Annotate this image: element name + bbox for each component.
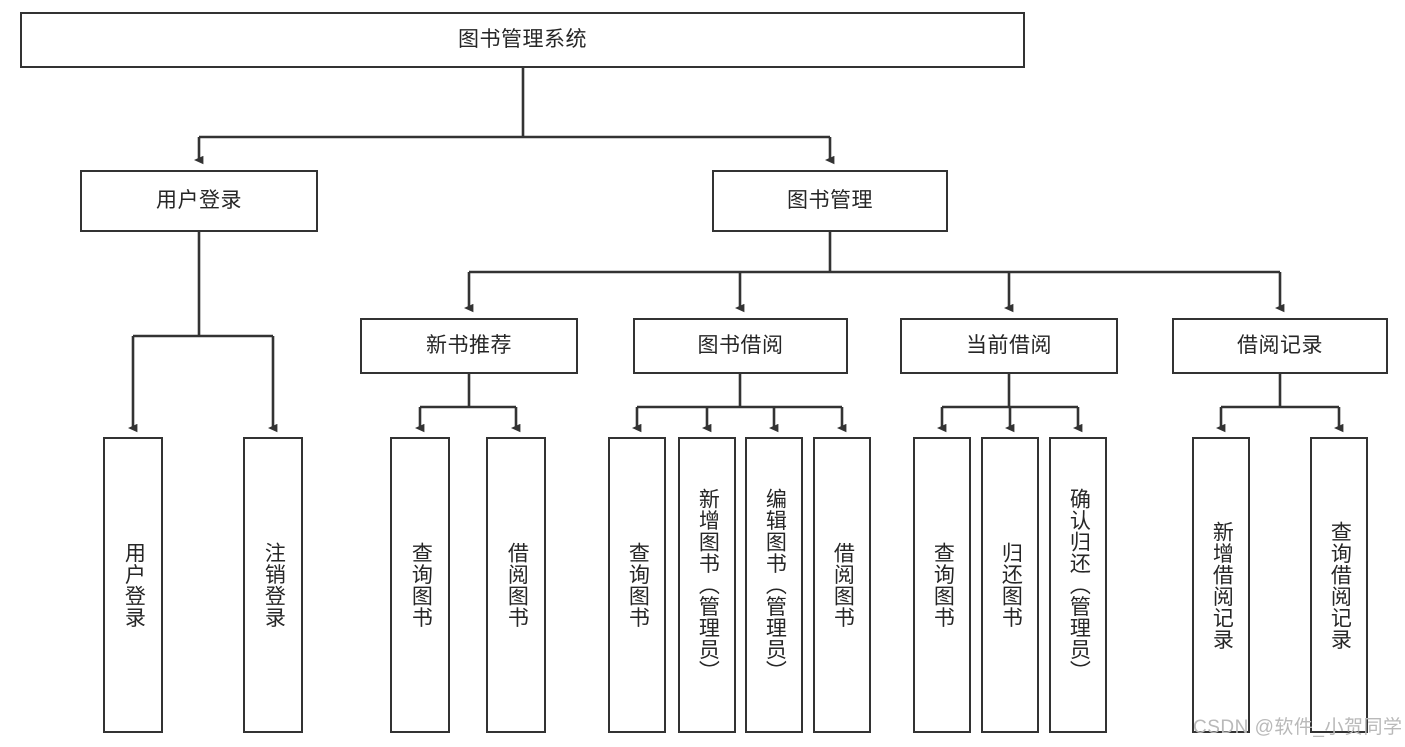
node-label: 借阅图书 <box>831 542 855 628</box>
connector-currentborrow-to-leaves <box>937 374 1083 433</box>
node-label: 查询借阅记录 <box>1328 520 1352 650</box>
node-label: 归还图书 <box>999 542 1023 628</box>
node-leaf-user-login[interactable]: 用户登录 <box>103 437 163 733</box>
connector-root-to-level2 <box>194 68 835 165</box>
node-leaf-query-book-2[interactable]: 查询图书 <box>608 437 666 733</box>
node-label: 借阅图书 <box>505 542 529 628</box>
node-label: 新增借阅记录 <box>1210 520 1234 650</box>
node-label: 用户登录 <box>122 542 146 628</box>
node-root-system[interactable]: 图书管理系统 <box>20 12 1025 68</box>
node-leaf-add-borrow-record[interactable]: 新增借阅记录 <box>1192 437 1250 733</box>
node-label: 确认归还（管理员） <box>1067 488 1091 682</box>
node-label: 图书借阅 <box>697 333 784 357</box>
node-new-book-recommend[interactable]: 新书推荐 <box>360 318 578 374</box>
node-label: 新增图书（管理员） <box>696 488 720 682</box>
connector-newbook-to-leaves <box>415 374 521 433</box>
node-label: 当前借阅 <box>966 333 1052 357</box>
connector-borrowrecord-to-leaves <box>1216 374 1344 433</box>
node-leaf-query-borrow-record[interactable]: 查询借阅记录 <box>1310 437 1368 733</box>
node-leaf-confirm-return[interactable]: 确认归还（管理员） <box>1049 437 1107 733</box>
node-label: 图书管理 <box>787 188 873 212</box>
node-leaf-query-book-3[interactable]: 查询图书 <box>913 437 971 733</box>
node-label: 查询图书 <box>931 542 955 628</box>
node-label: 用户登录 <box>156 188 242 212</box>
node-user-login[interactable]: 用户登录 <box>80 170 318 232</box>
node-leaf-add-book[interactable]: 新增图书（管理员） <box>678 437 736 733</box>
connector-userlogin-to-leaves <box>128 232 278 433</box>
node-borrow-record[interactable]: 借阅记录 <box>1172 318 1388 374</box>
node-label: 借阅记录 <box>1237 333 1323 357</box>
node-leaf-return-book[interactable]: 归还图书 <box>981 437 1039 733</box>
node-label: 图书管理系统 <box>458 27 587 51</box>
connector-bookmanage-to-level3 <box>464 232 1285 313</box>
node-book-borrow[interactable]: 图书借阅 <box>633 318 848 374</box>
node-leaf-query-book-1[interactable]: 查询图书 <box>390 437 450 733</box>
node-leaf-user-logout[interactable]: 注销登录 <box>243 437 303 733</box>
node-book-manage[interactable]: 图书管理 <box>712 170 948 232</box>
node-leaf-edit-book[interactable]: 编辑图书（管理员） <box>745 437 803 733</box>
node-label: 新书推荐 <box>426 333 512 357</box>
node-leaf-borrow-book-2[interactable]: 借阅图书 <box>813 437 871 733</box>
node-leaf-borrow-book-1[interactable]: 借阅图书 <box>486 437 546 733</box>
node-current-borrow[interactable]: 当前借阅 <box>900 318 1118 374</box>
connector-bookborrow-to-leaves <box>632 374 847 433</box>
node-label: 注销登录 <box>262 542 286 628</box>
node-label: 查询图书 <box>409 542 433 628</box>
node-label: 查询图书 <box>626 542 650 628</box>
node-label: 编辑图书（管理员） <box>763 488 787 682</box>
